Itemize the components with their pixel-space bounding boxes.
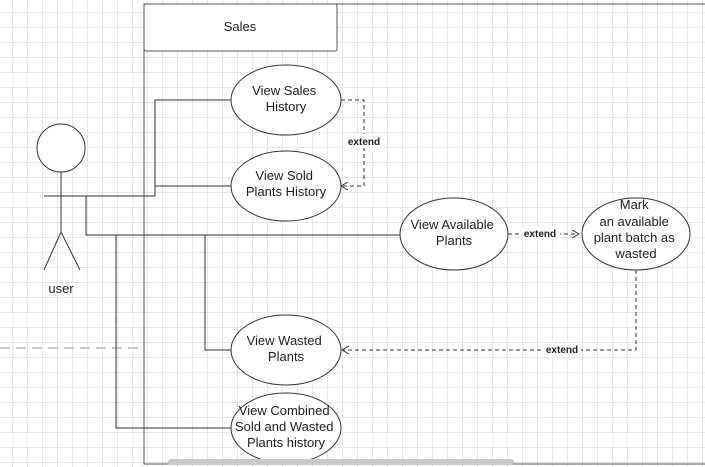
use-case-view-wasted-plants[interactable] xyxy=(230,314,342,386)
use-case-label: Mark an available plant batch as wasted xyxy=(594,197,679,261)
arrowhead-uc5 xyxy=(340,345,350,355)
extend-label-bg xyxy=(543,343,581,357)
arrowhead-uc4 xyxy=(571,229,581,239)
actor-right-leg xyxy=(60,231,81,271)
label-line: Plants history xyxy=(247,435,326,450)
label-line: Mark xyxy=(620,197,649,212)
actor-head xyxy=(36,123,86,173)
label-line: View Sales xyxy=(252,83,317,98)
extend-label-bg xyxy=(345,134,383,148)
associations xyxy=(85,99,400,429)
label-line: Plants xyxy=(436,233,473,248)
use-case-view-available-plants[interactable] xyxy=(399,197,509,271)
use-case-view-sales-history[interactable] xyxy=(230,64,342,136)
use-case-label: View Combined Sold and Wasted Plants his… xyxy=(235,403,337,450)
label-line: Plants History xyxy=(246,184,327,199)
use-case-label: View Wasted Plants xyxy=(247,333,326,364)
label-line: Sold and Wasted xyxy=(235,419,334,434)
extend-label: extend xyxy=(524,229,556,240)
horizontal-scrollbar[interactable] xyxy=(168,459,514,465)
actor-user[interactable] xyxy=(36,123,155,271)
actor-label: user xyxy=(48,281,74,296)
assoc-uc2 xyxy=(144,185,232,197)
label-line: History xyxy=(266,99,307,114)
label-line: View Combined xyxy=(239,403,330,418)
assoc-uc1 xyxy=(154,99,232,196)
extend-label: extend xyxy=(546,345,578,356)
label-line: plant batch as xyxy=(594,230,675,245)
label-line: an available xyxy=(599,214,668,229)
use-case-label: View Sales History xyxy=(252,83,320,114)
label-line: View Sold xyxy=(255,168,313,183)
extend-label: extend xyxy=(348,137,380,148)
label-line: wasted xyxy=(614,246,656,261)
use-case-label: View Available Plants xyxy=(411,217,498,248)
actor-left-leg xyxy=(43,231,62,271)
system-title: Sales xyxy=(224,19,257,34)
use-case-label: View Sold Plants History xyxy=(246,168,327,199)
system-title-box[interactable] xyxy=(143,3,338,52)
assoc-uc6 xyxy=(115,235,232,429)
label-line: Plants xyxy=(268,349,305,364)
use-case-view-sold-plants-history[interactable] xyxy=(230,150,342,222)
extend-uc4-uc5 xyxy=(342,270,637,351)
use-case-mark-plant-batch-wasted[interactable] xyxy=(581,197,691,271)
extend-label-bg xyxy=(520,227,560,241)
assoc-uc3 xyxy=(85,196,400,236)
label-line: View Available xyxy=(411,217,494,232)
label-line: View Wasted xyxy=(247,333,322,348)
assoc-uc5 xyxy=(204,235,232,351)
use-cases xyxy=(230,64,691,464)
